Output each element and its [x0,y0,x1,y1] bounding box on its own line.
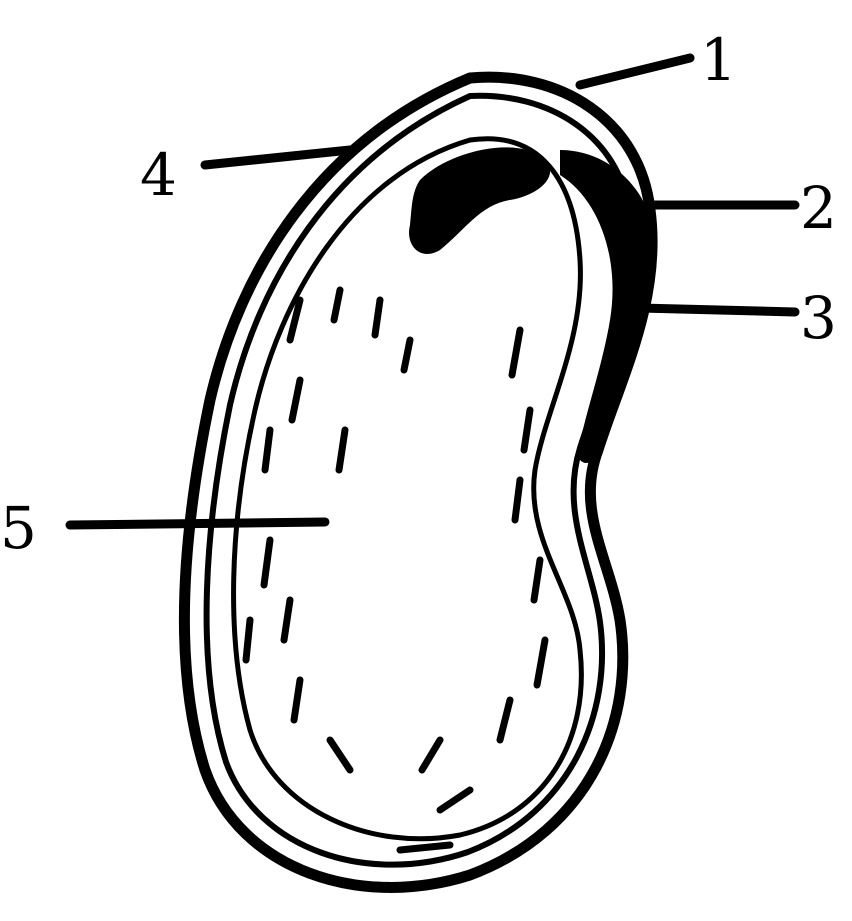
label-5: 5 [0,494,37,562]
label-3: 3 [800,284,837,352]
cotyledon-outline [234,139,582,839]
label-4: 4 [140,141,177,209]
label-1: 1 [700,26,737,94]
leader-line-4 [205,150,350,165]
label-2: 2 [800,174,837,242]
leader-line-3 [640,308,795,312]
cotyledon-texture [246,290,545,850]
leader-lines [70,58,795,525]
leader-line-1 [580,58,690,85]
embryo-dark-region [409,147,550,254]
leader-line-5 [70,522,325,525]
